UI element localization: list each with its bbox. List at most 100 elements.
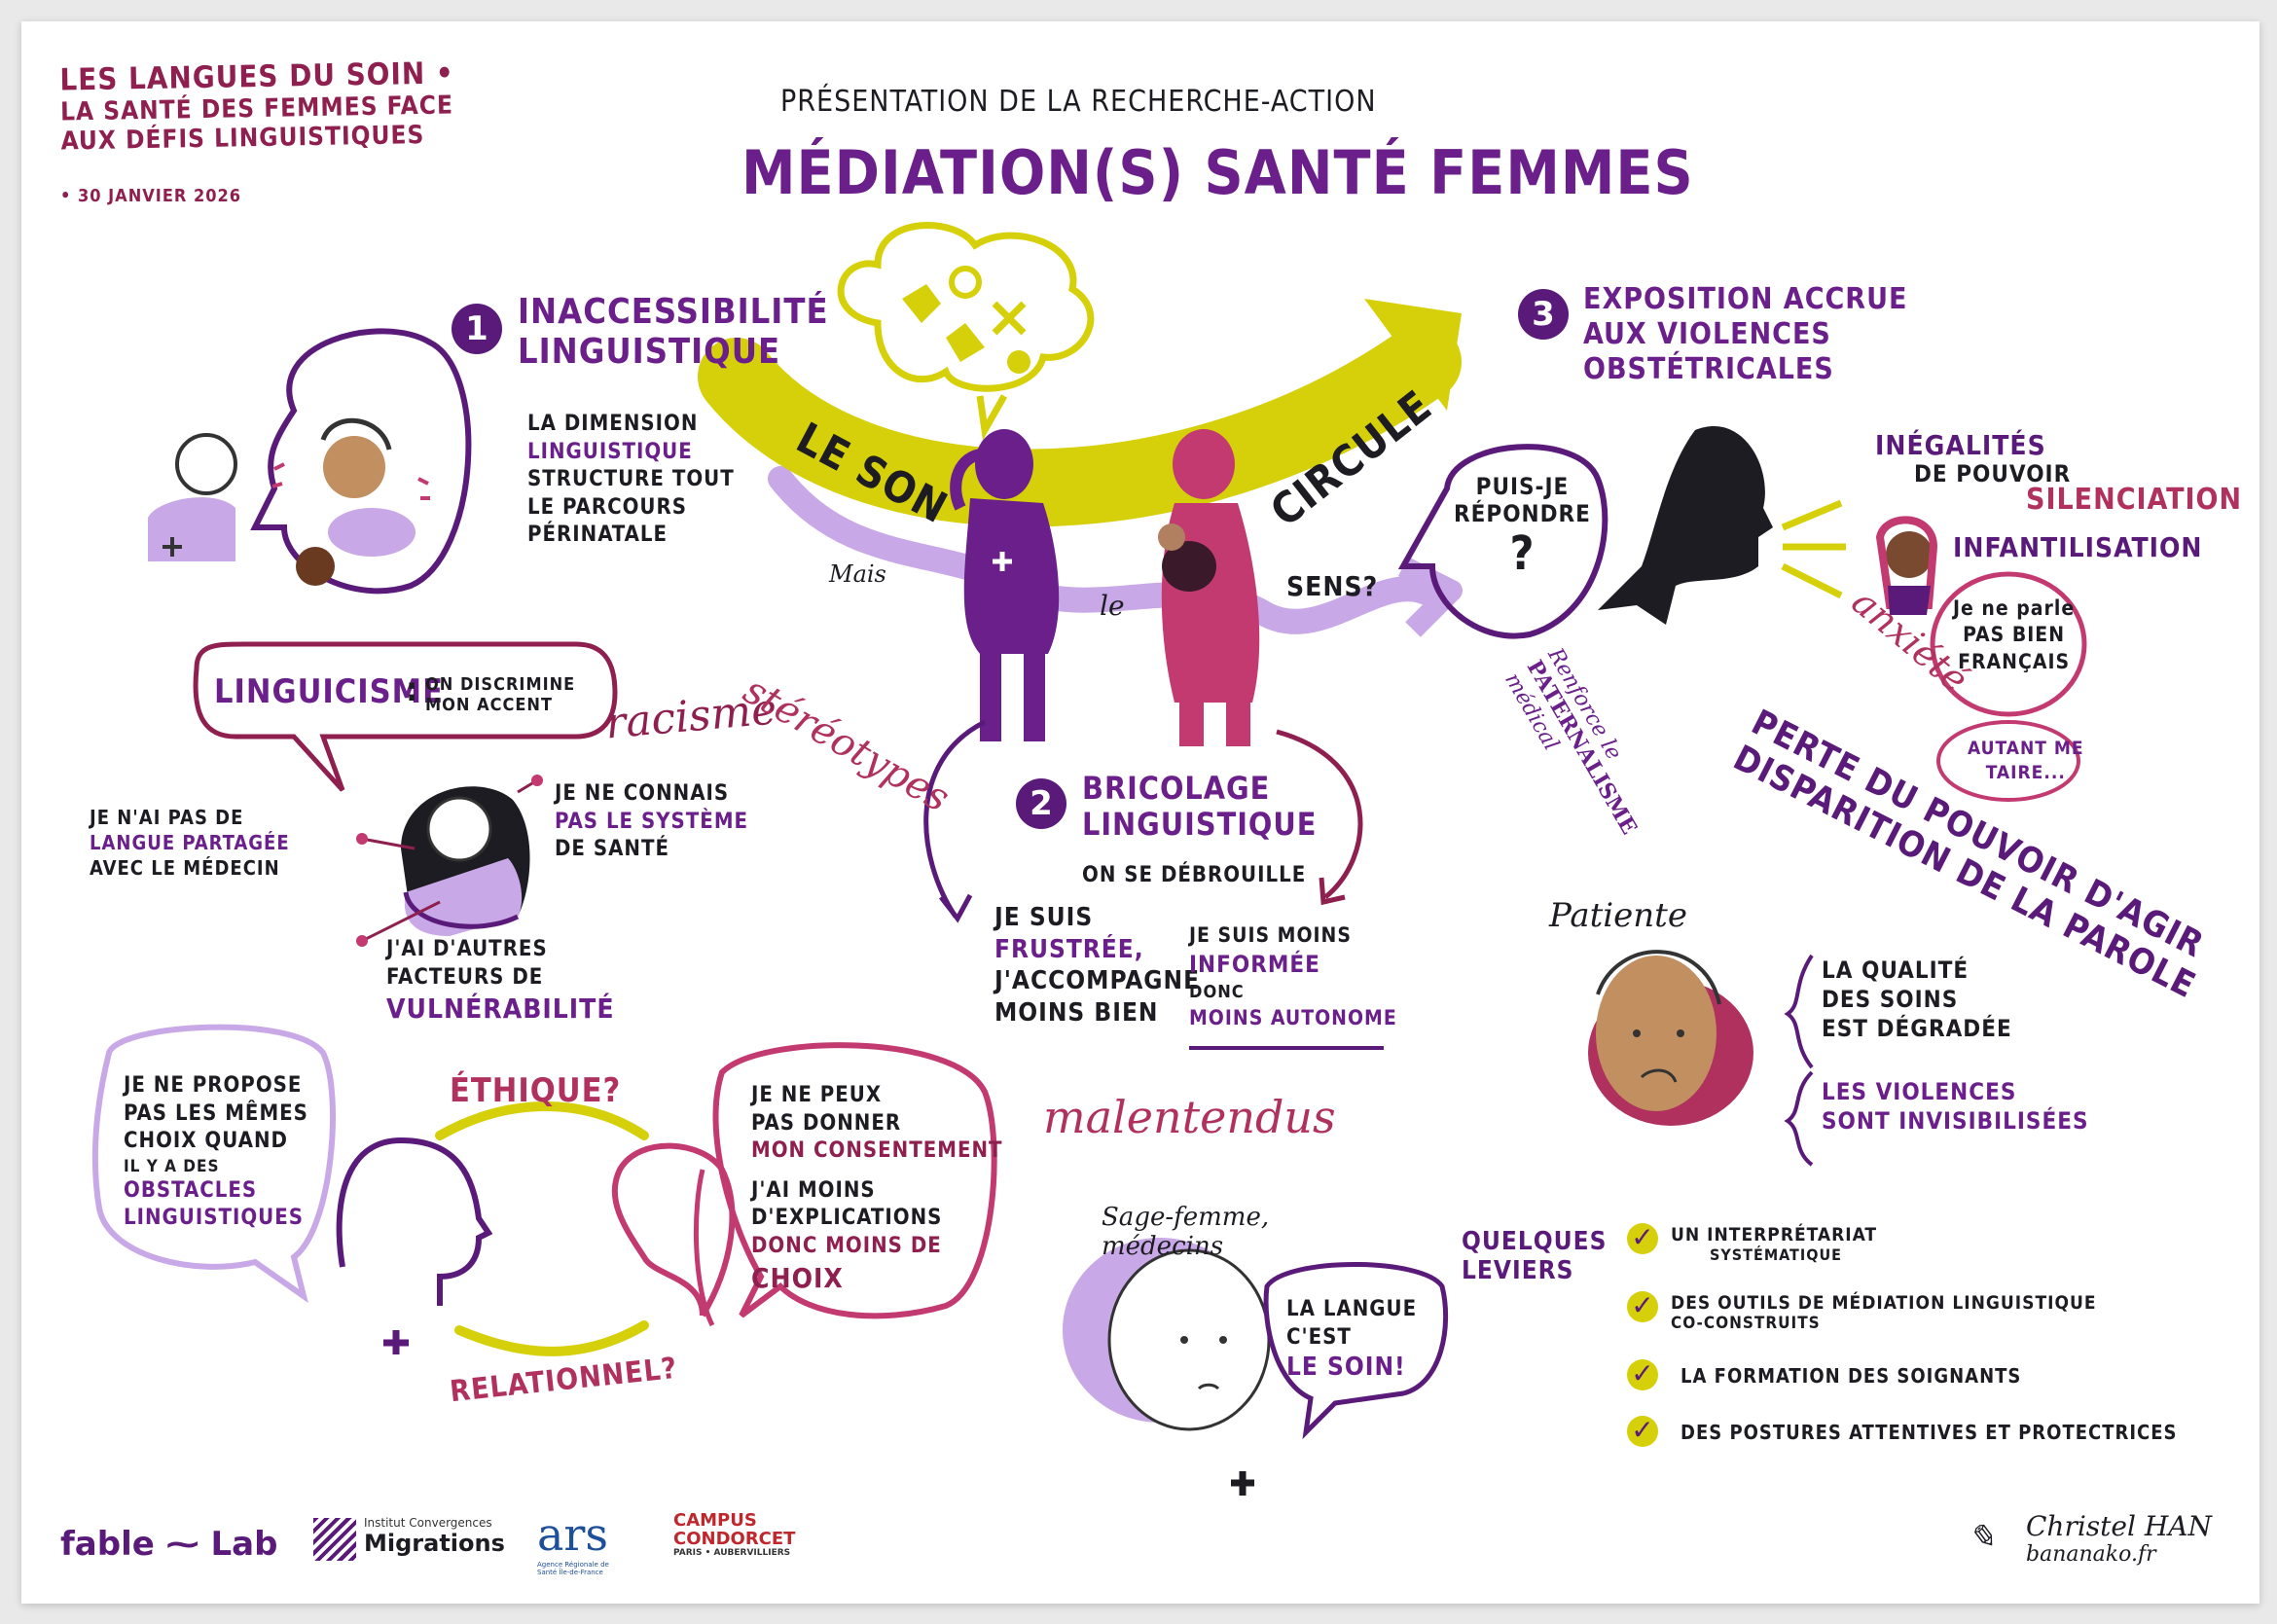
patiente-line-2: DES SOINS: [1822, 986, 1959, 1013]
ethics-left-line-3: CHOIX QUAND: [124, 1129, 288, 1154]
ars-text: ars: [537, 1508, 609, 1561]
campus-line-2: CONDORCET: [673, 1528, 796, 1549]
lever-line-2: SYSTÉMATIQUE: [1710, 1245, 1842, 1264]
sketchnote-sheet: LES LANGUES DU SOIN • LA SANTÉ DES FEMME…: [21, 21, 2259, 1604]
ethics-right-line-5: D'EXPLICATIONS: [751, 1206, 943, 1231]
linguicism-desc-line-2: MON ACCENT: [425, 694, 554, 715]
ethics-right-bubble: [712, 1042, 997, 1319]
section-1-title: INACCESSIBILITÉ LINGUISTIQUE: [518, 292, 829, 373]
silenciation-label: SILENCIATION: [2026, 483, 2243, 517]
speech-bubble-taire: [1936, 720, 2080, 802]
note-bottom-line-1: J'AI D'AUTRES: [386, 937, 548, 961]
speech-francais-line-2: PAS BIEN: [1963, 623, 2065, 647]
linguicism-colon: :: [406, 670, 419, 709]
right-profile: [611, 1142, 736, 1317]
ethics-right-line-7: CHOIX: [751, 1261, 844, 1294]
signature-name: Christel HAN: [2026, 1510, 2212, 1542]
left-profile: [336, 1137, 493, 1306]
checkmark-icon: ✓: [1627, 1359, 1658, 1390]
linguicism-desc-line-1: ON DISCRIMINE: [425, 674, 576, 695]
patiente-line-3: EST DÉGRADÉE: [1822, 1015, 2012, 1042]
event-title: LES LANGUES DU SOIN • LA SANTÉ DES FEMME…: [59, 55, 455, 156]
ars-small: Agence Régionale de Santé Île-de-France: [537, 1561, 609, 1576]
question-bubble: [1397, 444, 1608, 639]
section-2-title-line-2: LINGUISTIQUE: [1082, 805, 1318, 843]
section-2-left-line-4: MOINS BIEN: [994, 997, 1159, 1028]
ethics-right-line-3: MON CONSENTEMENT: [751, 1138, 1003, 1164]
signature-site: bananako.fr: [2026, 1542, 2156, 1567]
ethics-right-line-1: JE NE PEUX: [751, 1083, 883, 1107]
headscarf-woman: [401, 786, 530, 936]
section-2-right-line-1: JE SUIS MOINS: [1189, 923, 1352, 947]
sens-arrowhead: [1398, 557, 1463, 637]
inegalites-line-1: INÉGALITÉS: [1875, 429, 2046, 461]
ethics-left-line-5: OBSTACLES: [124, 1177, 258, 1203]
speech-bubble-francais: [1930, 571, 2087, 717]
mais-label: Mais: [829, 560, 886, 588]
ethics-right-line-4: J'AI MOINS: [751, 1177, 876, 1203]
lever-line-1: DES OUTILS DE MÉDIATION LINGUISTIQUE: [1671, 1292, 2097, 1314]
section-1-body-line-4: LE PARCOURS: [527, 494, 687, 520]
pencil-icon: ✎: [1968, 1518, 1996, 1557]
section-3-title-line-2: AUX VIOLENCES: [1583, 317, 1831, 351]
checkmark-icon: ✓: [1627, 1416, 1658, 1447]
relationnel-arc: [454, 1320, 649, 1356]
section-3-title-line-3: OBSTÉTRICALES: [1583, 352, 1834, 386]
section-2-left-line-1: JE SUIS: [994, 903, 1094, 932]
section-2-right-line-2: INFORMÉE: [1189, 951, 1320, 979]
pink-figure: [1158, 429, 1260, 746]
speech-francais: Je ne parle PAS BIEN FRANÇAIS: [1953, 595, 2075, 675]
note-right: JE NE CONNAIS PAS LE SYSTÈME DE SANTÉ: [555, 780, 748, 864]
speech-taire-line-1: AUTANT ME: [1968, 738, 2084, 759]
speech-taire-line-2: TAIRE...: [1985, 761, 2066, 783]
section-3-title-line-1: EXPOSITION ACCRUE: [1583, 282, 1908, 316]
event-date: • 30 JANVIER 2026: [60, 186, 242, 206]
bricolage-right-arrow: [1276, 729, 1363, 899]
note-right-line-1: JE NE CONNAIS: [555, 781, 730, 806]
migrations-small: Institut Convergences: [364, 1516, 492, 1530]
ethics-right-text: JE NE PEUX PAS DONNER MON CONSENTEMENT J…: [751, 1082, 1003, 1296]
sens-label: SENS?: [1286, 570, 1379, 602]
section-2-left-line-2: FRUSTRÉE,: [994, 934, 1144, 964]
thought-bubble: [837, 222, 1095, 392]
campus-line-1: CAMPUS: [673, 1510, 757, 1531]
le-label: le: [1100, 590, 1125, 622]
sagefemme-speech-line-3: LE SOIN!: [1286, 1353, 1406, 1383]
section-1-body-line-1: LA DIMENSION: [527, 412, 699, 436]
page-title: MÉDIATION(S) SANTÉ FEMMES: [741, 137, 1694, 208]
patiente-face: [1588, 950, 1753, 1126]
ethics-left-line-1: JE NE PROPOSE: [124, 1073, 303, 1098]
sagefemme-speech-line-1: LA LANGUE: [1286, 1297, 1418, 1321]
patient-bubble: [250, 328, 472, 595]
section-3-title: EXPOSITION ACCRUE AUX VIOLENCES OBSTÉTRI…: [1583, 282, 1907, 387]
artist-signature: ✎ Christel HAN bananako.fr: [1968, 1510, 2212, 1567]
ethics-left-text: JE NE PROPOSE PAS LES MÊMES CHOIX QUAND …: [124, 1072, 308, 1233]
section-2-title: BRICOLAGE LINGUISTIQUE: [1082, 771, 1317, 843]
ethics-right-line-2: PAS DONNER: [751, 1110, 902, 1136]
section-3-badge: 3: [1518, 289, 1569, 340]
campus-line-3: PARIS • AUBERVILLIERS: [673, 1547, 791, 1558]
section-1-body: LA DIMENSION LINGUISTIQUE STRUCTURE TOUT…: [527, 411, 735, 550]
inegalites-line-2: DE POUVOIR: [1914, 460, 2072, 488]
sagefemme-label-line-1: Sage-femme,: [1102, 1203, 1270, 1232]
son-circule-arrowhead: [1364, 299, 1462, 411]
section-2-subtitle: ON SE DÉBROUILLE: [1082, 863, 1307, 887]
lever-line-1: LA FORMATION DES SOIGNANTS: [1681, 1364, 2022, 1388]
section-1-body-line-2: LINGUISTIQUE: [527, 439, 693, 464]
linguicism-label: LINGUICISME: [214, 672, 444, 711]
section-2-right-line-3: DONC: [1189, 981, 1245, 1002]
note-bottom-line-3: VULNÉRABILITÉ: [386, 992, 615, 1026]
section-1-body-line-5: PÉRINATALE: [527, 523, 669, 548]
patiente-line-4: LES VIOLENCES: [1822, 1078, 2017, 1105]
question-line-1: PUIS-JE: [1475, 473, 1570, 500]
patiente-text-2: LES VIOLENCES SONT INVISIBILISÉES: [1822, 1077, 2089, 1136]
fable-lab-logo: fable ⁓ Lab: [60, 1525, 278, 1564]
migrations-icon: [313, 1518, 356, 1561]
ethique-label: ÉTHIQUE?: [450, 1071, 622, 1110]
levers-title-line-1: QUELQUES: [1462, 1227, 1608, 1256]
note-left-line-1: JE N'AI PAS DE: [90, 806, 244, 829]
sagefemme-label: Sage-femme, médecins: [1102, 1203, 1270, 1262]
sagefemme-bubble: [1263, 1262, 1449, 1440]
note-right-line-3: DE SANTÉ: [555, 837, 670, 862]
note-left: JE N'AI PAS DE LANGUE PARTAGÉE AVEC LE M…: [90, 805, 290, 881]
